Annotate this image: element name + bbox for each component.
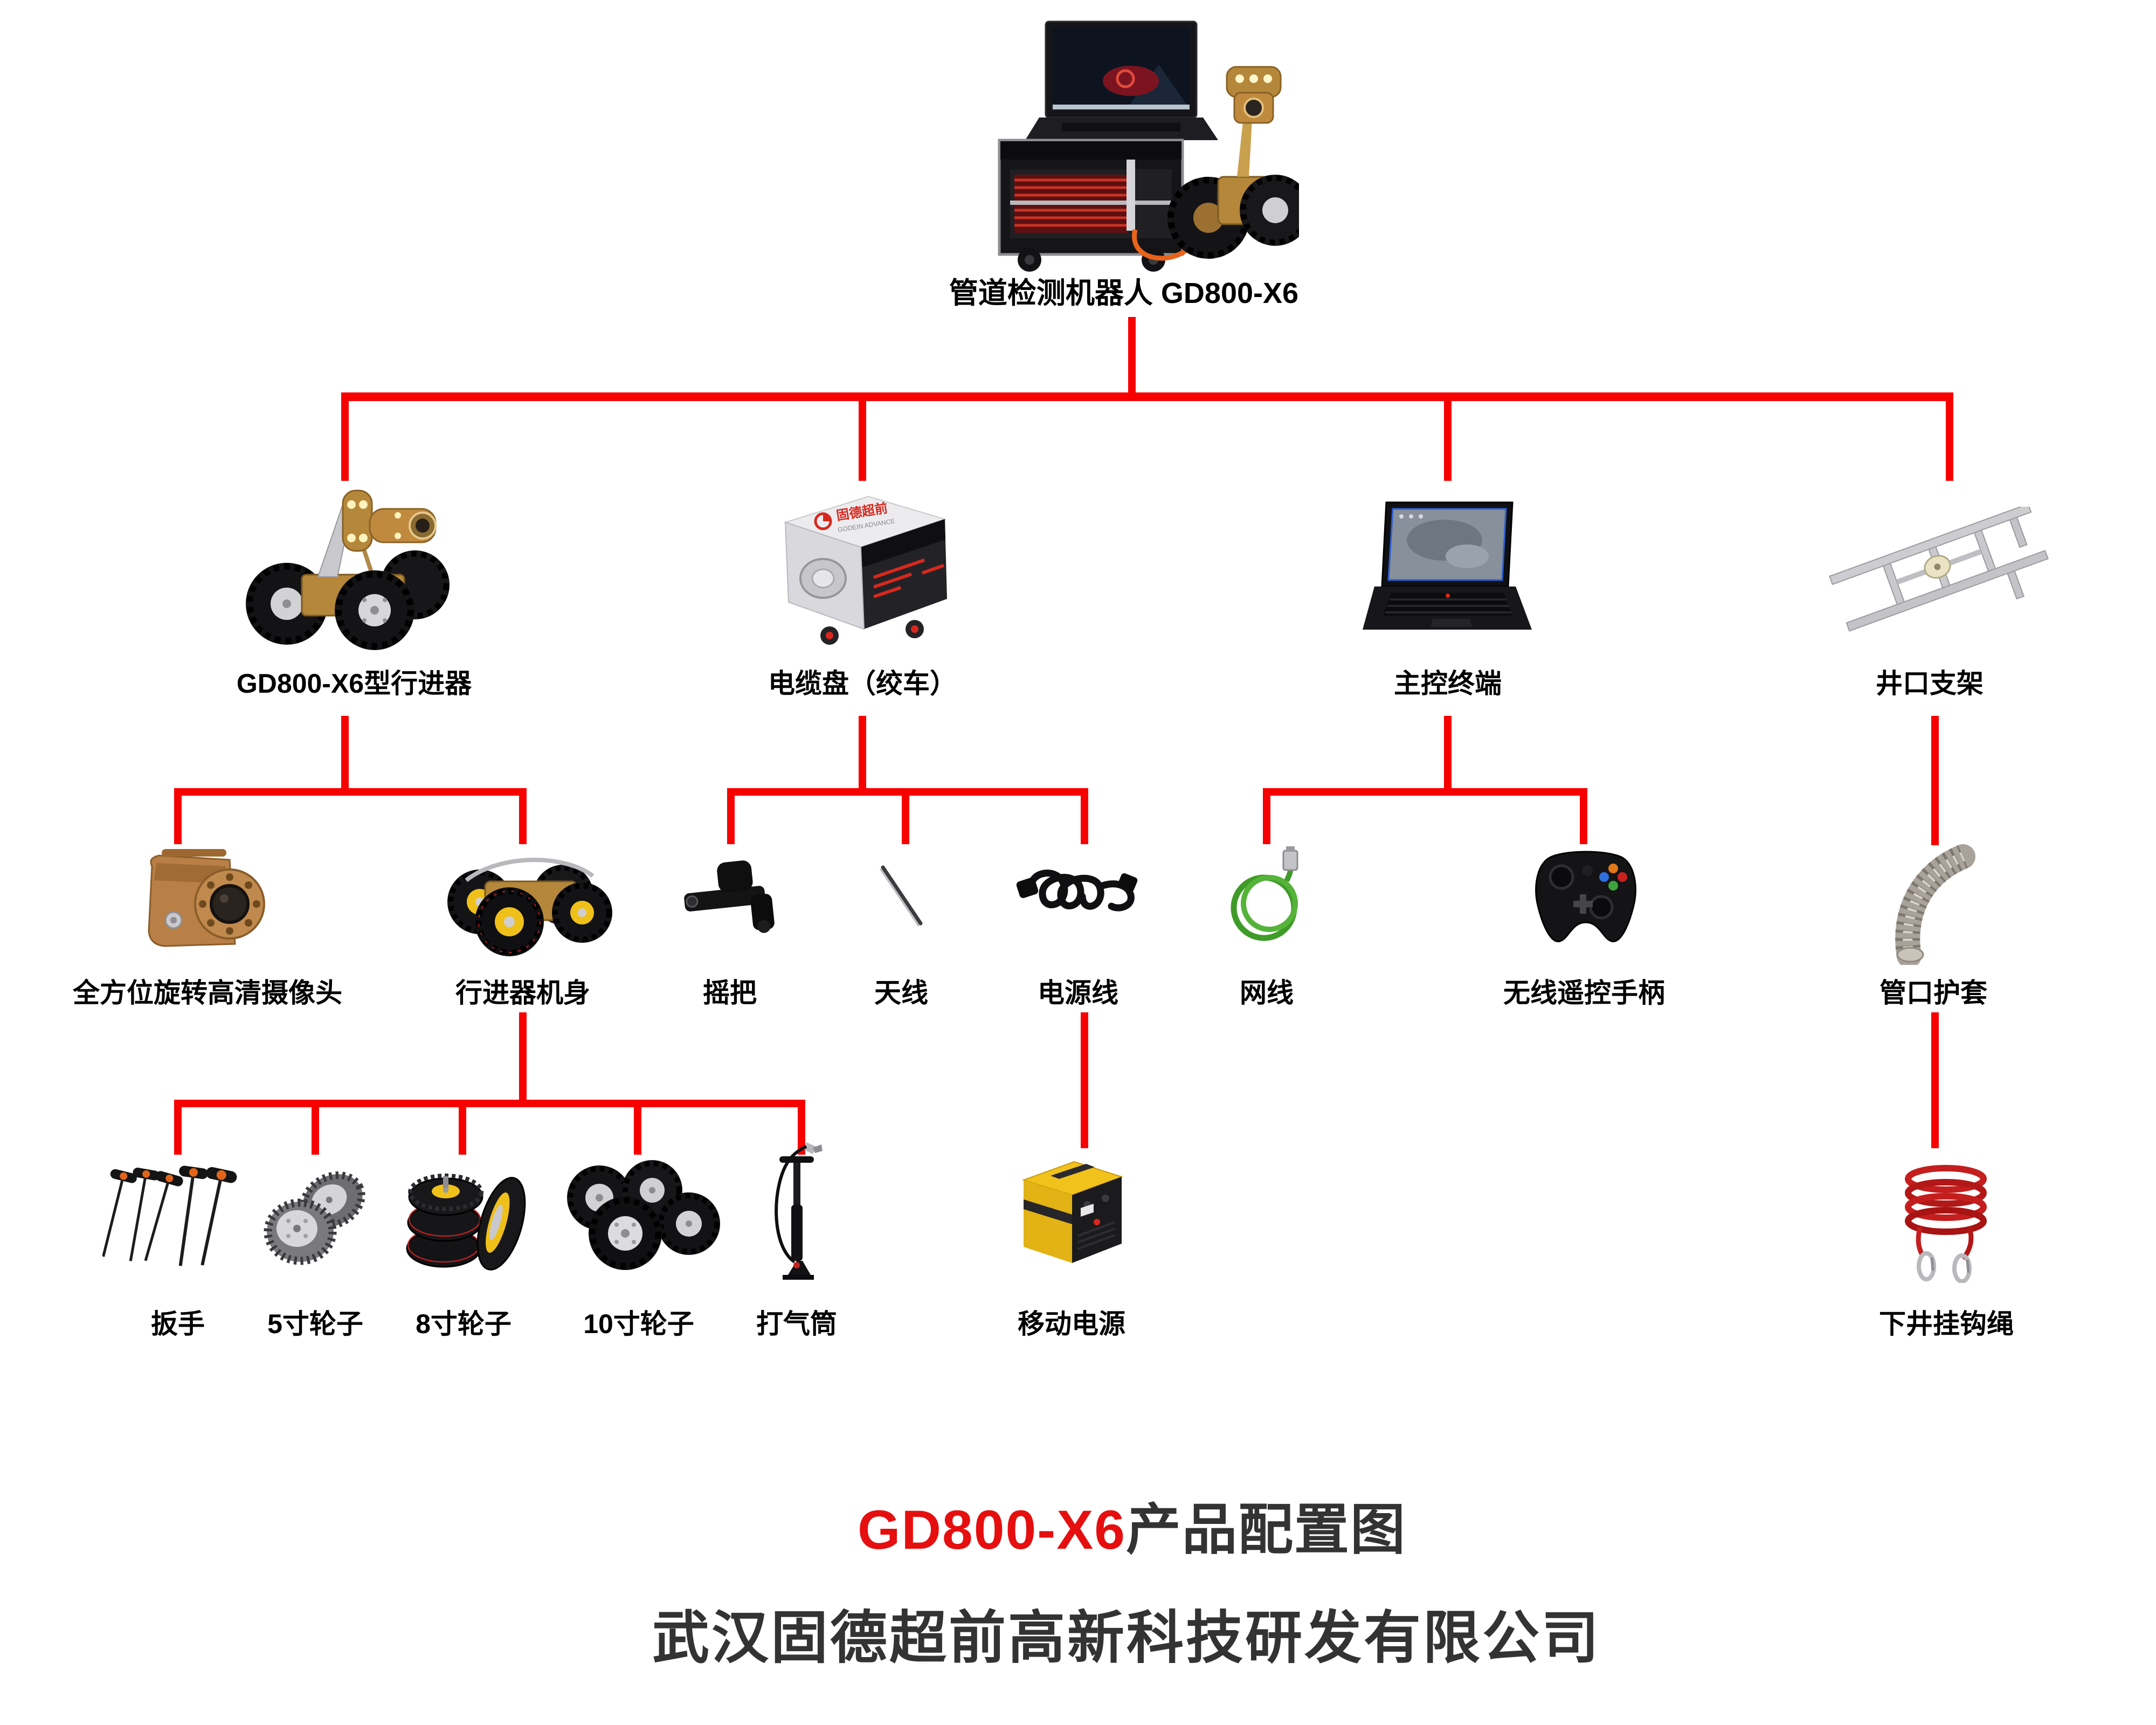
antenna-image [868, 860, 935, 933]
sleeve-image [1881, 838, 1986, 965]
node-label-wheel5: 5寸轮子 [267, 1309, 363, 1339]
connector-line [1444, 401, 1452, 481]
crawler-image [237, 469, 458, 655]
connector-line [341, 392, 1953, 401]
net-cable-illustration [1231, 846, 1298, 941]
connector-line [1444, 716, 1452, 788]
node-label-body: 行进器机身 [455, 978, 590, 1008]
connector-line [312, 1107, 319, 1155]
connector-line [174, 788, 527, 796]
wrench-set-image [102, 1151, 253, 1283]
crank-illustration [684, 860, 775, 933]
terminal-illustration [1363, 501, 1532, 630]
diagram-title-model: GD800-X6 [858, 1499, 1126, 1561]
node-label-wrench: 扳手 [151, 1309, 205, 1339]
crank-image [668, 854, 792, 946]
power-cable-illustration [1016, 870, 1138, 912]
rope-illustration [1905, 1165, 1987, 1283]
bracket-image [1825, 507, 2056, 633]
crawler-illustration [246, 489, 450, 650]
node-label-net-cable: 网线 [1240, 978, 1294, 1008]
connector-line [519, 1012, 527, 1100]
node-label-antenna: 天线 [874, 978, 928, 1008]
node-label-crawler: GD800-X6型行进器 [236, 668, 472, 699]
connector-line [1931, 716, 1939, 845]
connector-line [174, 796, 182, 844]
connector-line [727, 796, 735, 844]
bracket-illustration [1829, 507, 2049, 632]
wheel5-image [251, 1151, 380, 1275]
wheel8-image [391, 1143, 536, 1283]
wheel10-image [550, 1148, 728, 1280]
robot-system-illustration [998, 20, 1299, 272]
connector-line [341, 716, 349, 788]
company-name: 武汉固德超前高新科技研发有限公司 [652, 1606, 1601, 1670]
node-label-power-cable: 电源线 [1038, 978, 1118, 1008]
connector-line [1128, 317, 1136, 392]
winch-illustration: 固德超前 GODEIN ADVANCE [783, 495, 947, 645]
rope-image [1881, 1151, 2010, 1283]
net-cable-image [1221, 846, 1312, 951]
powerbank-illustration [1021, 1161, 1124, 1263]
wheel10-illustration [567, 1160, 720, 1270]
connector-line [859, 716, 866, 788]
connector-line [1580, 796, 1587, 844]
power-cable-image [1008, 854, 1148, 941]
diagram-title-suffix: 产品配置图 [1125, 1499, 1406, 1561]
root-node-label: 管道检测机器人 GD800-X6 [949, 277, 1299, 309]
camera-illustration [148, 849, 265, 947]
connector-line [1081, 796, 1088, 844]
pump-illustration [775, 1142, 823, 1280]
camera-image [124, 838, 291, 960]
antenna-illustration [880, 865, 923, 927]
connector-line [634, 1107, 641, 1155]
powerbank-image [1005, 1146, 1137, 1278]
diagram-title: GD800-X6产品配置图 [858, 1486, 1406, 1565]
node-label-sleeve: 管口护套 [1879, 978, 1987, 1008]
sleeve-illustration [1895, 844, 1975, 965]
node-label-winch: 电缆盘（绞车） [768, 668, 957, 699]
node-label-controller: 无线遥控手柄 [1503, 978, 1665, 1008]
node-label-pump: 打气筒 [756, 1309, 837, 1339]
wrench-set-illustration [102, 1165, 237, 1266]
winch-image: 固德超前 GODEIN ADVANCE [763, 488, 962, 647]
node-label-terminal: 主控终端 [1394, 668, 1502, 699]
node-label-crank: 摇把 [703, 978, 757, 1008]
controller-illustration [1535, 851, 1636, 942]
connector-line [902, 796, 909, 844]
connector-line [727, 788, 1088, 796]
node-label-rope: 下井挂钩绳 [1879, 1309, 2014, 1339]
connector-line [1081, 1012, 1088, 1148]
crawler-body-illustration [447, 858, 612, 956]
connector-line [174, 1107, 182, 1155]
node-label-wheel10: 10寸轮子 [583, 1309, 694, 1339]
robot-system-image [965, 15, 1299, 274]
node-label-bracket: 井口支架 [1876, 668, 1984, 699]
wheel5-illustration [264, 1171, 365, 1265]
connector-line [1946, 401, 1953, 481]
pump-image [761, 1140, 834, 1288]
connector-line [798, 1107, 805, 1155]
connector-line [341, 401, 349, 481]
connector-line [1263, 796, 1270, 844]
node-label-wheel8: 8寸轮子 [416, 1309, 512, 1339]
controller-image [1523, 838, 1649, 960]
connector-line [1263, 788, 1587, 796]
terminal-image [1358, 496, 1539, 639]
connector-line [859, 401, 866, 481]
connector-line [459, 1107, 466, 1155]
node-label-camera: 全方位旋转高清摄像头 [73, 978, 342, 1008]
node-label-powerbank: 移动电源 [1018, 1309, 1125, 1339]
wheel8-illustration [406, 1174, 526, 1271]
connector-line [174, 1100, 805, 1107]
connector-line [519, 796, 527, 844]
crawler-body-image [429, 838, 617, 965]
connector-line [1931, 1012, 1939, 1148]
